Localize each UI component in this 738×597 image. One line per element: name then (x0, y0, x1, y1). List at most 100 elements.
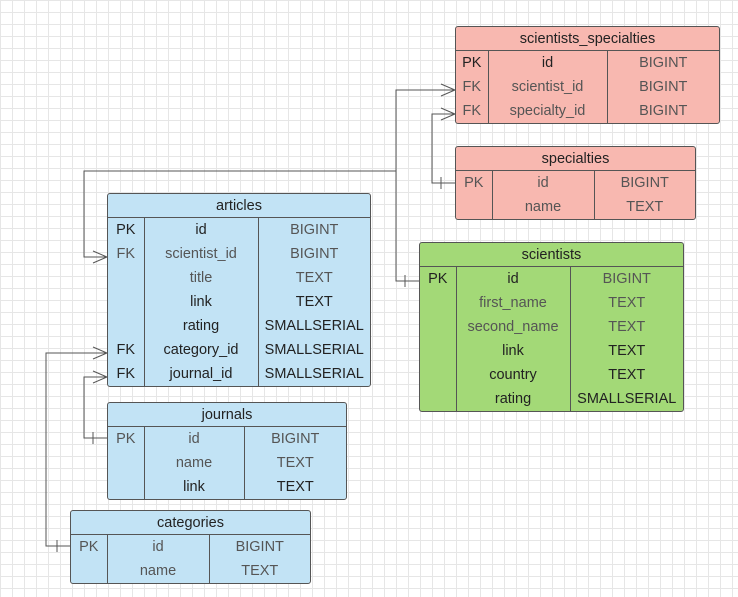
crowsfoot-article-scientist-id (92, 250, 109, 264)
field-type: BIGINT (271, 431, 320, 447)
field-type: TEXT (608, 343, 646, 359)
field-row: name TEXT (71, 559, 310, 583)
entity-journals[interactable]: journals PK id BIGINT name TEXT link TEX… (107, 402, 347, 500)
field-row: name TEXT (108, 451, 346, 475)
entity-title: specialties (456, 147, 695, 171)
entity-title: scientists (420, 243, 683, 267)
entity-fields: PK id BIGINT name TEXT link TEXT (108, 427, 346, 499)
field-type: SMALLSERIAL (264, 318, 364, 334)
field-type: BIGINT (639, 103, 688, 119)
field-name: rating (144, 314, 259, 338)
key-label: PK (456, 171, 493, 195)
field-type: TEXT (626, 199, 664, 215)
field-type: BIGINT (602, 271, 651, 287)
field-type: TEXT (295, 270, 333, 286)
entity-title: articles (108, 194, 370, 218)
entity-fields: PK id BIGINT FK scientist_id BIGINT titl… (108, 218, 370, 386)
field-name: id (492, 171, 595, 195)
field-name: id (107, 535, 210, 559)
field-row: FK scientist_id BIGINT (108, 242, 370, 266)
field-name: first_name (456, 291, 571, 315)
field-type: TEXT (608, 367, 646, 383)
field-row: link TEXT (420, 339, 683, 363)
field-name: scientist_id (144, 242, 259, 266)
key-label (108, 451, 145, 475)
field-row: link TEXT (108, 475, 346, 499)
key-label (71, 559, 108, 583)
entity-title: categories (71, 511, 310, 535)
key-label: PK (420, 267, 457, 291)
field-type: TEXT (276, 455, 314, 471)
key-label: PK (108, 218, 145, 242)
key-label: PK (456, 51, 489, 75)
field-type: SMALLSERIAL (577, 391, 677, 407)
entity-scientists[interactable]: scientists PK id BIGINT first_name TEXT … (419, 242, 684, 412)
field-type: BIGINT (639, 55, 688, 71)
field-name: rating (456, 387, 571, 411)
key-label: FK (456, 75, 489, 99)
entity-scientists-specialties[interactable]: scientists_specialties PK id BIGINT FK s… (455, 26, 720, 124)
field-name: id (456, 267, 571, 291)
entity-fields: PK id BIGINT first_name TEXT second_name… (420, 267, 683, 411)
field-type: BIGINT (290, 246, 339, 262)
field-type: TEXT (608, 295, 646, 311)
field-name: link (144, 475, 245, 499)
field-row: PK id BIGINT (108, 427, 346, 451)
field-row: rating SMALLSERIAL (420, 387, 683, 411)
field-row: second_name TEXT (420, 315, 683, 339)
field-row: PK id BIGINT (420, 267, 683, 291)
key-label: FK (108, 242, 145, 266)
key-label (420, 339, 457, 363)
field-name: specialty_id (488, 99, 608, 123)
entity-specialties[interactable]: specialties PK id BIGINT name TEXT (455, 146, 696, 220)
field-name: link (144, 290, 259, 314)
field-name: name (492, 195, 595, 219)
field-row: FK category_id SMALLSERIAL (108, 338, 370, 362)
field-type: TEXT (241, 563, 279, 579)
crowsfoot-scientist-id (440, 83, 457, 97)
entity-fields: PK id BIGINT name TEXT (71, 535, 310, 583)
key-label: PK (108, 427, 145, 451)
field-row: PK id BIGINT (456, 171, 695, 195)
key-label: FK (108, 338, 145, 362)
key-label: FK (456, 99, 489, 123)
field-type: TEXT (276, 479, 314, 495)
entity-fields: PK id BIGINT name TEXT (456, 171, 695, 219)
entity-articles[interactable]: articles PK id BIGINT FK scientist_id BI… (107, 193, 371, 387)
entity-title: scientists_specialties (456, 27, 719, 51)
key-label (420, 363, 457, 387)
field-name: name (107, 559, 210, 583)
key-label (108, 314, 145, 338)
field-name: id (488, 51, 608, 75)
connector-journal-link (83, 376, 107, 439)
entity-categories[interactable]: categories PK id BIGINT name TEXT (70, 510, 311, 584)
field-type: TEXT (295, 294, 333, 310)
connector-specialty-link (431, 113, 455, 184)
field-row: first_name TEXT (420, 291, 683, 315)
field-type: BIGINT (290, 222, 339, 238)
field-name: title (144, 266, 259, 290)
field-type: BIGINT (620, 175, 669, 191)
key-label (420, 387, 457, 411)
field-name: name (144, 451, 245, 475)
key-label (108, 290, 145, 314)
field-type: BIGINT (235, 539, 284, 555)
entity-fields: PK id BIGINT FK scientist_id BIGINT FK s… (456, 51, 719, 123)
key-label (420, 291, 457, 315)
field-type: SMALLSERIAL (264, 366, 364, 382)
field-row: rating SMALLSERIAL (108, 314, 370, 338)
field-type: TEXT (608, 319, 646, 335)
field-row: PK id BIGINT (71, 535, 310, 559)
key-label: FK (108, 362, 145, 386)
field-type: SMALLSERIAL (264, 342, 364, 358)
crowsfoot-journal-id (92, 370, 109, 384)
field-row: FK specialty_id BIGINT (456, 99, 719, 123)
field-name: second_name (456, 315, 571, 339)
field-name: category_id (144, 338, 259, 362)
field-row: FK scientist_id BIGINT (456, 75, 719, 99)
field-row: name TEXT (456, 195, 695, 219)
field-row: PK id BIGINT (108, 218, 370, 242)
entity-title: journals (108, 403, 346, 427)
crowsfoot-category-id (92, 346, 109, 360)
field-type: BIGINT (639, 79, 688, 95)
